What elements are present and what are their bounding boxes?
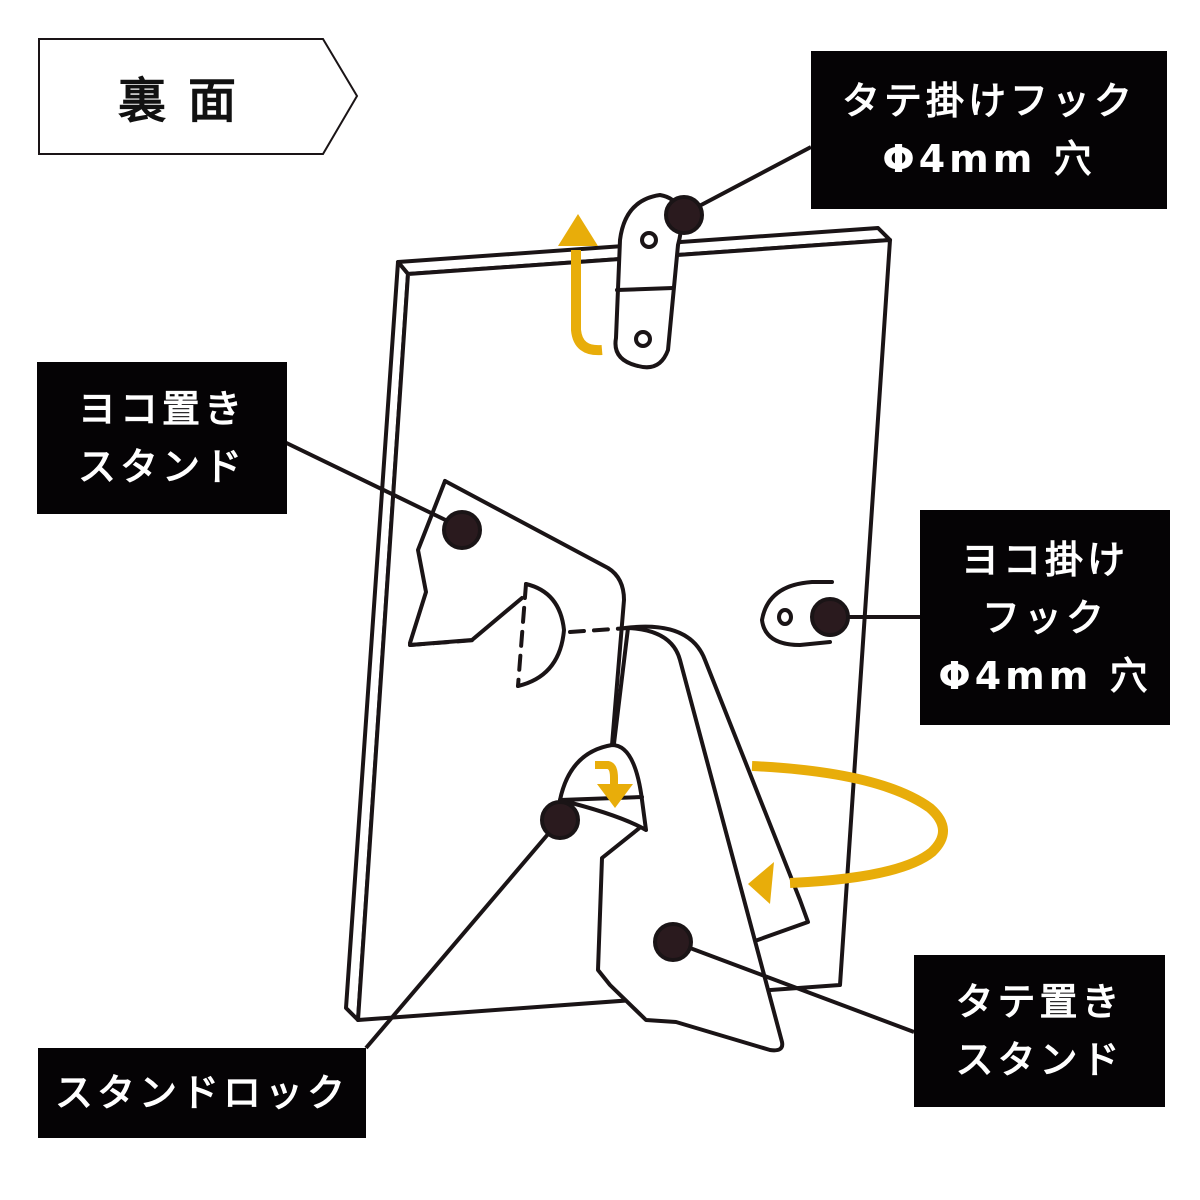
tate-hook-dot [664, 195, 704, 235]
bent-down-arrow-icon [595, 761, 633, 808]
label-line: Φ4mm 穴 [938, 653, 1152, 698]
tate-stand-dot [653, 922, 693, 962]
title-tag: 裏面 [38, 38, 359, 155]
tate-stand [596, 624, 810, 1053]
label-line: タテ掛けフック [841, 79, 1136, 123]
label-line: スタンドロック [54, 1071, 349, 1115]
label-tate-hook: タテ掛けフック Φ4mm 穴 [811, 51, 1167, 209]
yoko-stand-dot [442, 510, 482, 550]
label-line: フック [981, 595, 1108, 640]
label-line: ヨコ置き [77, 387, 246, 431]
u-turn-left-arrow-icon [748, 761, 948, 904]
leader-lines [271, 145, 920, 1050]
curved-up-arrow-icon [558, 214, 603, 356]
tate-hook [613, 193, 684, 370]
label-line: スタンド [77, 445, 246, 489]
label-yoko-stand: ヨコ置き スタンド [37, 362, 287, 514]
accent-arrows [558, 214, 948, 904]
label-line: ヨコ掛け [960, 537, 1129, 582]
label-yoko-hook: ヨコ掛け フック Φ4mm 穴 [920, 510, 1170, 725]
page-title: 裏面 [117, 73, 258, 129]
pentagon-tag-shape [38, 38, 359, 155]
label-line: Φ4mm 穴 [882, 137, 1096, 181]
label-line: タテ置き [955, 980, 1124, 1024]
label-line: スタンド [955, 1038, 1124, 1082]
label-stand-lock: スタンドロック [38, 1048, 366, 1138]
yoko-stand [408, 479, 630, 747]
stand-lock-dot [540, 800, 580, 840]
yoko-hook-dot [810, 597, 850, 637]
label-tate-stand: タテ置き スタンド [914, 955, 1165, 1107]
